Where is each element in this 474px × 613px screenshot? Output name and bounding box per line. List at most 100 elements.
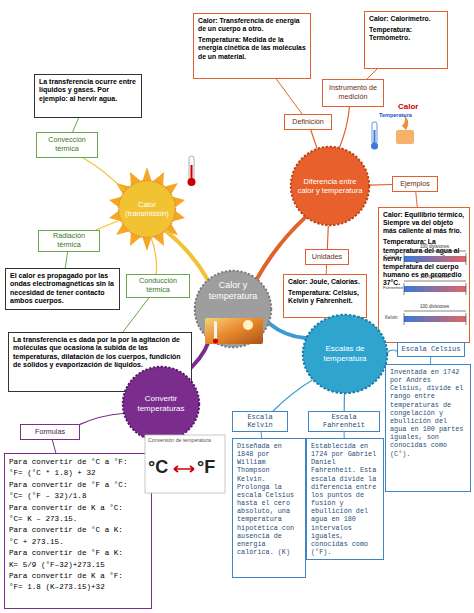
picture-label: Celsius: [384, 256, 399, 261]
circle-shape: [291, 147, 369, 225]
node-text: Calor (transmisión): [124, 200, 170, 218]
branch-box: Instrumento de medición: [322, 79, 384, 107]
node-text: K= 5/9 (°F–32)+273.15: [9, 560, 147, 571]
scale-bar: [404, 286, 466, 292]
branch-line: [83, 158, 124, 191]
node-text: Calor: Joule, Calorías.: [288, 278, 362, 286]
branch-line: [73, 118, 79, 132]
branch-box: Unidades: [305, 249, 349, 265]
topic-circle: Diferencia entre calor y temperatura: [290, 146, 370, 226]
branch-line: [326, 265, 328, 274]
node-text: Unidades: [312, 253, 342, 262]
branch-box: Escala Kelvin: [232, 411, 288, 432]
picture-label: Temperatura: [379, 113, 412, 119]
branch-line: [80, 414, 123, 425]
thermometer-icon: [188, 156, 196, 186]
text-box: Inventada en 1742 por Andrés Celsius, di…: [385, 364, 471, 492]
picture-label: Calor: [398, 103, 418, 111]
node-text: °F= (°C * 1.8) + 32: [9, 468, 147, 479]
mercury: [374, 130, 376, 144]
conversion-picture: [145, 435, 225, 493]
branch-box: Escala Celsius: [397, 342, 465, 357]
difference-picture: [371, 114, 414, 150]
branch-line: [123, 298, 149, 332]
double-arrow: [174, 466, 194, 472]
branch-line: [344, 394, 345, 411]
node-text: Para convertir de K a °F:: [9, 571, 147, 582]
branch-box: Ejemplos: [392, 176, 438, 192]
text-box: Calor: Joule, Calorías. Temperatura: Cels…: [283, 274, 367, 318]
node-text: Instrumento de medición: [325, 84, 381, 101]
topic-circle: Convertir temperaturas: [122, 366, 200, 442]
node-text: Convección térmica: [39, 136, 95, 153]
node-text: Diseñada en 1848 por William Thompson Ke…: [237, 442, 301, 556]
mercury: [191, 165, 193, 180]
bulb: [188, 178, 196, 186]
node-text: Formulas: [35, 428, 65, 437]
node-text: El calor es propagado por las ondas elec…: [10, 272, 115, 306]
branch-line: [367, 69, 377, 79]
picture-label: 100 divisiones: [420, 245, 449, 250]
text-box: La transferencia ocurre entre líquidos y…: [34, 74, 142, 118]
branch-line: [388, 350, 397, 352]
branch-line: [257, 217, 305, 278]
picture-label: Conversión de temperatura: [148, 438, 211, 443]
text-box: Calor: Calorímetro. Temperatura: Termómet…: [364, 11, 448, 69]
circle-shape: [195, 271, 271, 347]
circle-shape: [119, 181, 176, 238]
node-text: Convertir temperaturas: [128, 394, 194, 413]
scales-picture: [404, 251, 466, 325]
text-box: Calor: Transferencia de energía de un cu…: [193, 13, 311, 79]
scale-bar: [404, 316, 466, 322]
node-text: °C= K – 273.15.: [9, 514, 147, 525]
branch-box: Conducción térmica: [126, 274, 190, 298]
scale-ticks: [404, 251, 466, 325]
branch-line: [340, 107, 350, 147]
topic-circle: Calor (transmisión): [118, 180, 176, 238]
topic-circle: Escalas de temperatura: [302, 314, 388, 394]
node-text: Inventada en 1742 por Andrés Celsius, di…: [390, 368, 466, 458]
branch-line: [370, 184, 392, 186]
node-text: °F= 1.8 (K–273.15)+32: [9, 582, 147, 593]
node-text: Temperatura: Celsius, Kelvin y Fahrenhei…: [288, 289, 362, 305]
branch-line: [311, 130, 317, 148]
branch-box: Definición: [284, 114, 332, 130]
node-text: Establecida en 1724 por Gabriel Daniel F…: [311, 442, 379, 556]
node-text: Calor: Calorímetro.: [369, 15, 443, 23]
sun-glow: [243, 320, 253, 330]
tube: [372, 122, 377, 144]
tube: [189, 156, 194, 180]
node-text: °C= (°F – 32)/1.8: [9, 491, 147, 502]
node-text: °C + 273.15.: [9, 537, 147, 548]
node-text: Diferencia entre calor y temperatura: [296, 177, 364, 195]
branch-line: [327, 226, 328, 249]
node-text: Para convertir de K a °C:: [9, 503, 147, 514]
picture-label: Fahrenheit: [383, 286, 403, 290]
heat-photo: [205, 318, 263, 344]
node-text: Definición: [292, 118, 324, 127]
bulb: [371, 143, 378, 150]
branch-line: [52, 440, 56, 453]
text-box: El calor es propagado por las ondas elec…: [5, 268, 120, 310]
circle-shape: [123, 367, 199, 441]
pot: [396, 130, 414, 144]
text-box: Diseñada en 1848 por William Thompson Ke…: [232, 438, 306, 578]
node-text: Para convertir de °F a K:: [9, 548, 147, 559]
topic-circle: Calor y temperatura: [194, 270, 272, 348]
node-text: Escalas de temperatura: [308, 344, 382, 363]
node-text: Temperatura: Termómetro.: [369, 26, 443, 42]
branch-box: Convección térmica: [36, 132, 98, 158]
branch-line: [65, 252, 67, 268]
branch-line: [96, 220, 120, 230]
picture-label: Kelvin: [385, 316, 398, 321]
branch-line: [166, 231, 208, 279]
node-text: Ejemplos: [400, 180, 430, 189]
thermometer: [214, 321, 217, 340]
node-text: La transferencia es dada por la por la a…: [13, 336, 187, 370]
node-text: Para convertir de °C a K:: [9, 525, 147, 536]
branch-box: Radiación térmica: [38, 230, 100, 252]
picture-label: °F: [197, 458, 215, 476]
